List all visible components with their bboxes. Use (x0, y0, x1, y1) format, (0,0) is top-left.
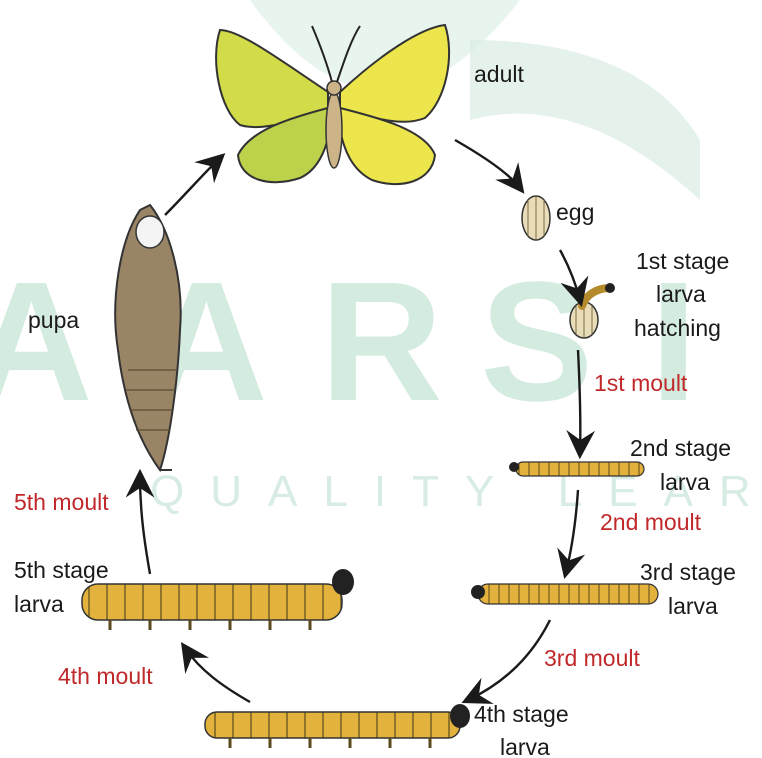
watermark-letter-5: I (650, 247, 697, 437)
label-moult-2: 2nd moult (600, 509, 702, 535)
label-larva1-line3: hatching (634, 315, 721, 341)
watermark-letter-1: A (0, 247, 93, 437)
label-moult-3: 3rd moult (544, 645, 640, 671)
label-moult-1: 1st moult (594, 370, 688, 396)
egg-illustration (522, 196, 550, 240)
arrow-5th-to-pupa (140, 476, 150, 574)
label-larva4-line2: larva (500, 734, 550, 758)
label-larva1-line1: 1st stage (636, 248, 729, 274)
label-pupa: pupa (28, 307, 79, 333)
label-larva3-line2: larva (668, 593, 718, 619)
larva-4th-stage-illustration (205, 704, 470, 748)
label-larva3-line1: 3rd stage (640, 559, 736, 585)
larva-2nd-stage-illustration (509, 462, 644, 476)
watermark-letter-4: S (480, 247, 593, 437)
arrow-pupa-to-adult (165, 158, 220, 215)
label-adult: adult (474, 61, 524, 87)
label-moult-5: 5th moult (14, 489, 109, 515)
label-larva2-line2: larva (660, 469, 710, 495)
label-moult-4: 4th moult (58, 663, 153, 689)
larva-5th-stage-illustration (82, 569, 354, 630)
larva-3rd-stage-illustration (471, 584, 658, 604)
label-larva4-line1: 4th stage (474, 701, 569, 727)
label-larva2-line1: 2nd stage (630, 435, 731, 461)
label-egg: egg (556, 199, 594, 225)
label-larva5-line1: 5th stage (14, 557, 109, 583)
arrow-4th-to-5th (185, 648, 250, 702)
arrow-3rd-to-4th (468, 620, 550, 700)
label-larva5-line2: larva (14, 591, 64, 617)
label-larva1-line2: larva (656, 281, 706, 307)
watermark-letter-3: R (320, 247, 443, 437)
arrow-adult-to-egg (455, 140, 520, 188)
